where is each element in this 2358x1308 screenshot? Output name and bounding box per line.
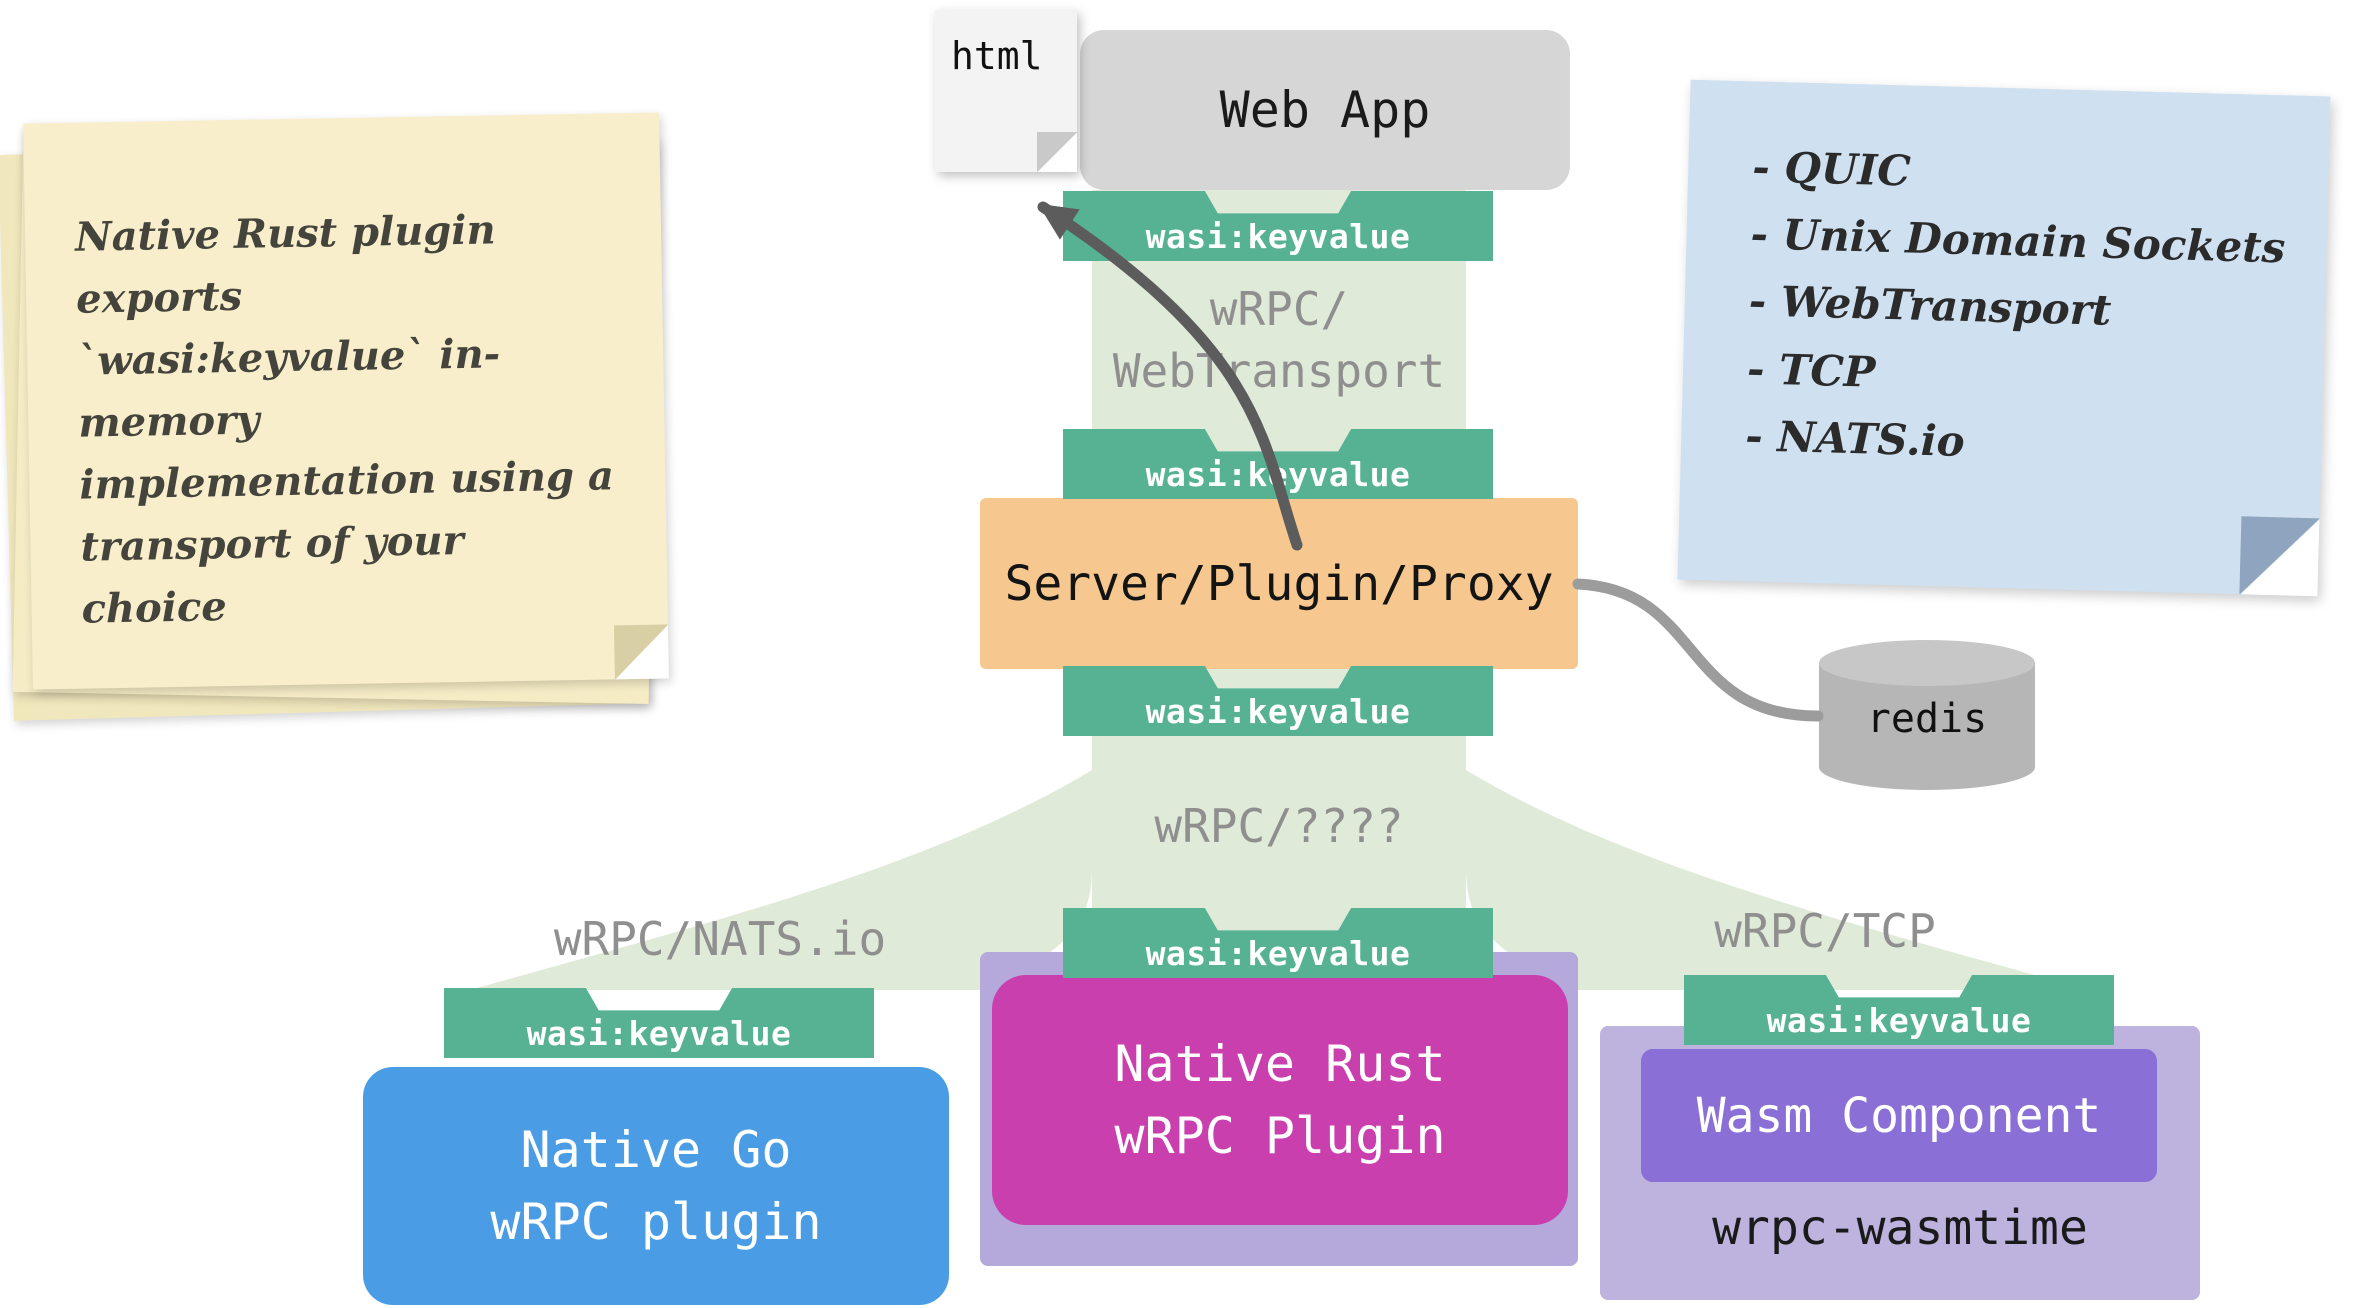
native-rust-plugin-label-line2: wRPC Plugin [1114, 1107, 1446, 1165]
native-rust-plugin-box: Native Rust wRPC Plugin [992, 975, 1568, 1225]
html-file-icon: html [935, 10, 1077, 172]
transport-webtransport-line2: WebTransport [1112, 344, 1446, 399]
interface-tab-wasm-component: wasi:keyvalue [1684, 975, 2114, 1045]
interface-tab-label: wasi:keyvalue [1766, 1000, 2032, 1040]
server-plugin-proxy-box: Server/Plugin/Proxy [980, 498, 1578, 669]
html-file-label: html [951, 34, 1043, 78]
transport-webtransport-line1: wRPC/ [1209, 282, 1349, 336]
wasm-component-box: Wasm Component [1641, 1049, 2157, 1182]
note-blue-item-nats: - NATS.io [1744, 411, 1966, 466]
note-yellow-line3: implementation using a [79, 452, 615, 509]
note-yellow-line2: `wasi:keyvalue` in-memory [76, 330, 501, 447]
transport-label-webtransport: wRPC/ WebTransport [1092, 278, 1466, 402]
redis-connector-line [1572, 578, 1824, 722]
native-rust-plugin-label-line1: Native Rust [1114, 1034, 1446, 1093]
native-go-plugin-box: Native Go wRPC plugin [363, 1067, 949, 1305]
interface-tab-label: wasi:keyvalue [1145, 691, 1411, 731]
redis-label: redis [1866, 696, 1988, 742]
redis-database-cylinder: redis [1819, 640, 2035, 790]
interface-tab-label: wasi:keyvalue [526, 1013, 792, 1053]
server-plugin-proxy-label: Server/Plugin/Proxy [1004, 555, 1554, 612]
wrpc-wasmtime-label: wrpc-wasmtime [1712, 1200, 2088, 1256]
interface-tab-label: wasi:keyvalue [1145, 933, 1411, 973]
redis-cylinder-top [1819, 640, 2035, 686]
transport-label-unknown: wRPC/???? [1154, 799, 1404, 853]
interface-tab-native-rust: wasi:keyvalue [1063, 908, 1493, 978]
sticky-note-yellow: Native Rust plugin exports `wasi:keyvalu… [0, 112, 669, 721]
note-blue-fold-corner-icon [2239, 516, 2320, 597]
web-app-label: Web App [1219, 81, 1431, 139]
note-yellow-line4: transport of your choice [80, 516, 464, 633]
wasm-component-label: Wasm Component [1696, 1087, 2102, 1144]
web-app-box: Web App [1080, 30, 1570, 190]
interface-tab-label: wasi:keyvalue [1145, 216, 1411, 256]
interface-tab-server-bottom: wasi:keyvalue [1063, 666, 1493, 736]
native-go-plugin-label-line1: Native Go [520, 1120, 792, 1179]
native-go-plugin-label-line2: wRPC plugin [490, 1193, 822, 1251]
note-yellow-text: Native Rust plugin exports `wasi:keyvalu… [23, 112, 669, 689]
file-fold-corner-icon [1037, 132, 1077, 172]
transport-label-nats: wRPC/NATS.io [553, 912, 887, 966]
redis-cylinder-bottom [1819, 744, 2035, 790]
sticky-note-blue: - QUIC - Unix Domain Sockets - WebTransp… [1677, 79, 2331, 597]
interface-tab-label: wasi:keyvalue [1145, 454, 1411, 494]
transport-label-tcp: wRPC/TCP [1714, 904, 1936, 958]
note-yellow-line1: Native Rust plugin exports [74, 206, 496, 323]
note-blue-text: - QUIC - Unix Domain Sockets - WebTransp… [1680, 80, 2330, 485]
interface-tab-native-go: wasi:keyvalue [444, 988, 874, 1058]
